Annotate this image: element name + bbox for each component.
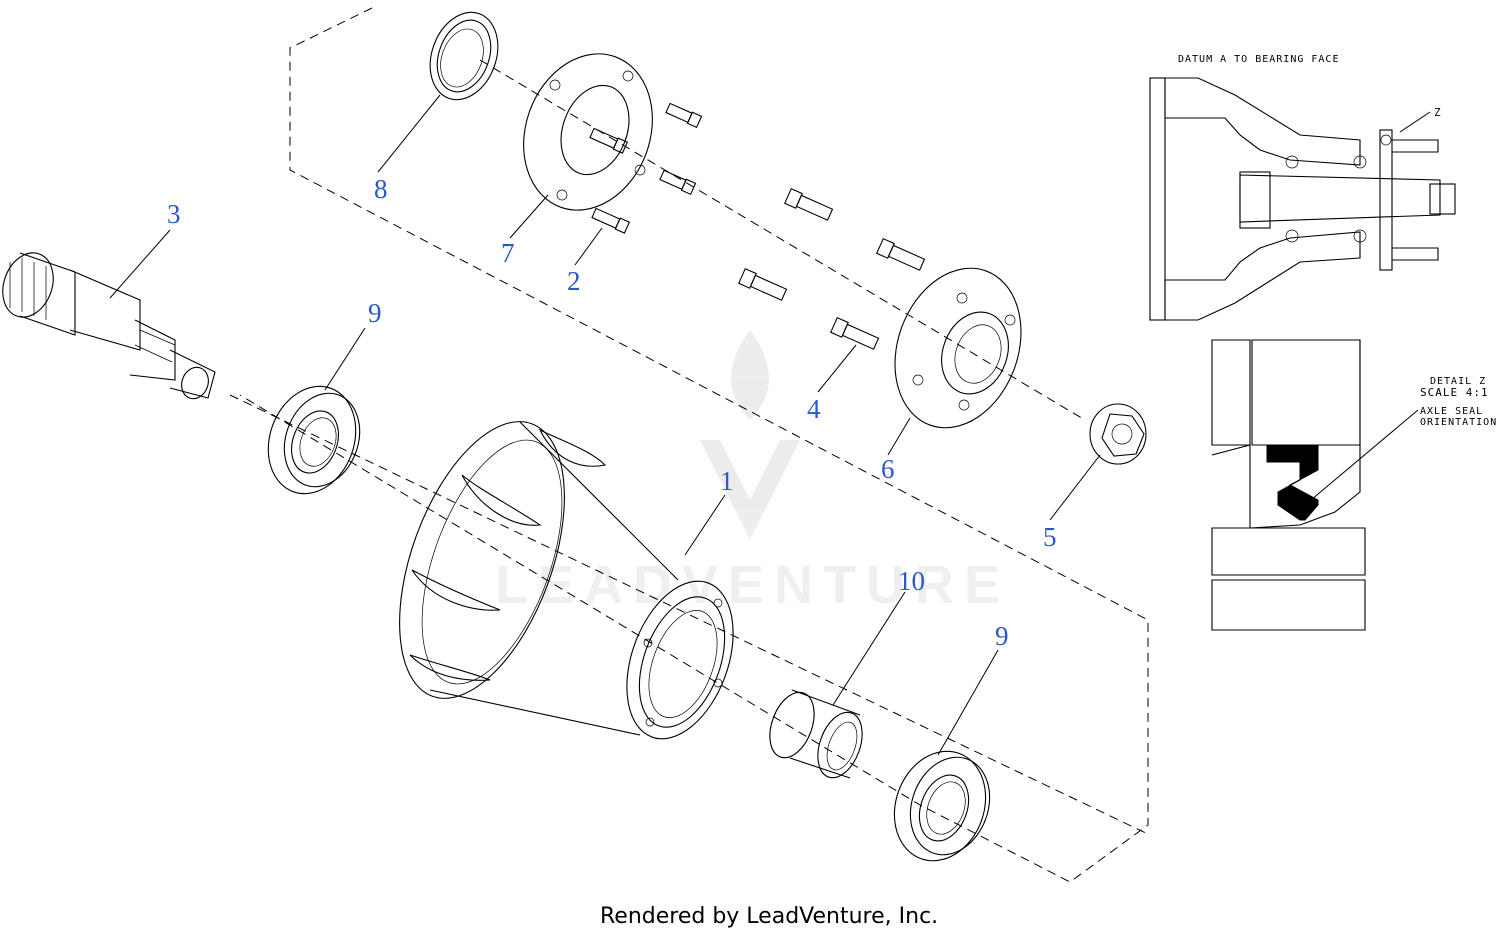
callout-9-upper: 9 — [368, 298, 382, 328]
detail-view-scale: SCALE 4:1 — [1420, 386, 1489, 399]
callout-9-lower: 9 — [995, 621, 1009, 651]
part-10-spacer — [769, 689, 863, 779]
credit-text: Rendered by LeadVenture, Inc. — [600, 904, 938, 929]
callout-4: 4 — [807, 394, 821, 424]
detail-view: DETAIL Z SCALE 4:1 AXLE SEAL ORIENTATION — [1211, 339, 1497, 631]
leader-lines — [109, 94, 1101, 756]
callout-labels: 8 7 2 3 9 4 6 5 1 10 9 — [167, 174, 1057, 651]
part-5-nut — [1089, 403, 1147, 465]
part-9-bearing-lower — [893, 750, 991, 862]
callout-3: 3 — [167, 199, 181, 229]
part-7-flange — [523, 53, 653, 211]
callout-10: 10 — [898, 566, 925, 596]
section-view: DATUM A TO BEARING FACE Z — [1149, 54, 1456, 321]
callout-5: 5 — [1043, 522, 1057, 552]
axis-centerline — [229, 394, 1151, 836]
detail-view-title: DETAIL Z — [1430, 376, 1486, 387]
section-marker-z: Z — [1434, 106, 1442, 119]
callout-8: 8 — [374, 174, 388, 204]
part-9-bearing-upper — [267, 385, 361, 495]
part-3-shaft — [2, 252, 216, 400]
section-view-title: DATUM A TO BEARING FACE — [1178, 54, 1339, 65]
callout-7: 7 — [501, 238, 515, 268]
watermark-text: LEADVENTURE — [495, 555, 1010, 615]
detail-note-line2: ORIENTATION — [1420, 417, 1497, 428]
callout-6: 6 — [881, 454, 895, 484]
part-4-studs — [738, 187, 926, 350]
part-6-hub — [894, 267, 1022, 429]
axle-seal-profile — [1266, 445, 1319, 521]
callout-2: 2 — [567, 266, 581, 296]
axis-centerline-upper — [479, 59, 1086, 421]
part-1-housing — [399, 421, 734, 740]
part-2-screws — [589, 102, 703, 234]
assembly-boundary — [239, 7, 1149, 883]
callout-1: 1 — [720, 466, 734, 496]
part-8-seal — [429, 11, 499, 101]
watermark-logo — [700, 330, 800, 540]
detail-note-line1: AXLE SEAL — [1420, 406, 1483, 417]
